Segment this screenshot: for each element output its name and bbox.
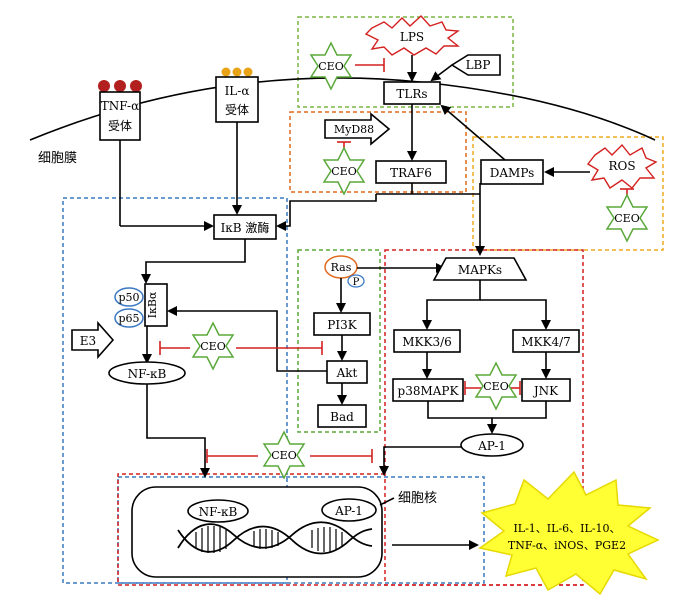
ceo-star-nfkb: CEO: [191, 321, 235, 371]
ceo-star-mapk: CEO: [474, 361, 518, 411]
lbp-arrow: LBP: [450, 54, 501, 76]
bad-label: Bad: [330, 410, 354, 424]
ceo-label: CEO: [331, 165, 356, 178]
p50-oval: p50: [114, 287, 144, 307]
tnf-receptor-dot: [130, 80, 142, 92]
pi3k-region-box: [297, 249, 381, 433]
mapks-node: MAPKs: [432, 257, 528, 281]
ceo-label: CEO: [200, 340, 225, 353]
lps-burst: LPS: [364, 15, 460, 56]
myd88-region-box: [289, 111, 467, 193]
ras-p-label: P: [353, 277, 360, 288]
ceo-star-myd88: CEO: [322, 146, 366, 196]
ikba-label: IκBα: [146, 291, 159, 318]
lps-label: LPS: [400, 30, 424, 44]
nfkb-label: NF-κB: [128, 367, 167, 381]
il-receptor-dot: [221, 67, 231, 77]
nucleus-nfkb-oval: NF-κB: [187, 499, 249, 523]
il-receptor: IL-α 受体: [215, 67, 259, 123]
ras-node: Ras P: [324, 255, 365, 288]
e3-arrow: E3: [71, 320, 115, 360]
damps-box: DAMPs: [480, 159, 544, 185]
tlr-region-box: [297, 16, 514, 108]
tnf-receptor: TNF-α 受体: [98, 80, 142, 141]
mkk36-box: MKK3/6: [393, 329, 461, 353]
e3-label: E3: [80, 334, 96, 348]
ceo-inhibition-lines: [159, 58, 634, 463]
mapks-label: MAPKs: [458, 263, 502, 277]
ceo-label: CEO: [271, 449, 296, 462]
ros-label: ROS: [608, 159, 635, 173]
ceo-label: CEO: [614, 212, 639, 225]
tnf-receptor-dot: [114, 80, 126, 92]
output-line2: TNF-α、iNOS、PGE2: [508, 539, 626, 552]
cell-membrane-label: 细胞膜: [38, 151, 77, 166]
p38mapk-label: p38MAPK: [398, 384, 460, 398]
lbp-label: LBP: [466, 58, 491, 72]
cytokine-output-burst: IL-1、IL-6、IL-10、 TNF-α、iNOS、PGE2: [478, 470, 660, 596]
pi3k-label: PI3K: [327, 318, 357, 332]
myd88-arrow: MyD88: [324, 112, 391, 146]
tnf-receptor-line1: TNF-α: [101, 99, 139, 113]
nucleus-ap1-oval: AP-1: [321, 498, 377, 522]
tlrs-label: TLRs: [396, 87, 427, 101]
nucleus-label: 细胞核: [398, 491, 437, 506]
bad-box: Bad: [317, 404, 367, 428]
myd88-label: MyD88: [334, 123, 374, 136]
p50-label: p50: [118, 291, 139, 304]
tnf-receptor-line2: 受体: [108, 119, 132, 133]
il-receptor-dot: [243, 67, 253, 77]
ap1-oval: AP-1: [460, 433, 524, 457]
ceo-star-ros: CEO: [605, 193, 649, 243]
akt-box: Akt: [326, 360, 368, 384]
ros-burst: ROS: [586, 143, 658, 189]
traf6-label: TRAF6: [390, 166, 432, 180]
il-receptor-dot: [232, 67, 242, 77]
akt-label: Akt: [336, 366, 358, 380]
traf6-box: TRAF6: [375, 160, 447, 184]
mkk47-box: MKK4/7: [512, 329, 580, 353]
tlrs-box: TLRs: [383, 81, 441, 105]
ap1-label: AP-1: [477, 439, 506, 453]
ras-label: Ras: [331, 261, 352, 274]
ceo-label: CEO: [318, 60, 343, 73]
ikba-box: IκBα: [144, 283, 168, 327]
p38mapk-box: p38MAPK: [392, 378, 464, 402]
nucleus-ap1-label: AP-1: [334, 504, 363, 518]
il-receptor-line2: 受体: [225, 103, 249, 117]
ceo-star-nucleus: CEO: [262, 430, 306, 480]
output-region-box: [117, 473, 583, 586]
output-line1: IL-1、IL-6、IL-10、: [513, 522, 620, 535]
p65-label: p65: [118, 312, 139, 325]
nucleus-nfkb-label: NF-κB: [199, 505, 238, 519]
jnk-box: JNK: [521, 378, 571, 402]
dna-helix: [177, 521, 373, 555]
jnk-label: JNK: [532, 384, 559, 398]
il-receptor-line1: IL-α: [225, 84, 250, 98]
ikb-kinase-box: IκB 激酶: [213, 214, 277, 240]
tnf-receptor-dot: [98, 80, 110, 92]
ikb-kinase-label: IκB 激酶: [221, 220, 270, 235]
mkk36-label: MKK3/6: [402, 335, 452, 349]
damps-label: DAMPs: [490, 166, 534, 180]
nfkb-oval: NF-κB: [108, 361, 186, 385]
ceo-label: CEO: [483, 380, 508, 393]
ceo-star-tlr: CEO: [309, 41, 353, 91]
p65-oval: p65: [114, 308, 144, 328]
pi3k-box: PI3K: [313, 312, 371, 336]
mkk47-label: MKK4/7: [521, 335, 571, 349]
